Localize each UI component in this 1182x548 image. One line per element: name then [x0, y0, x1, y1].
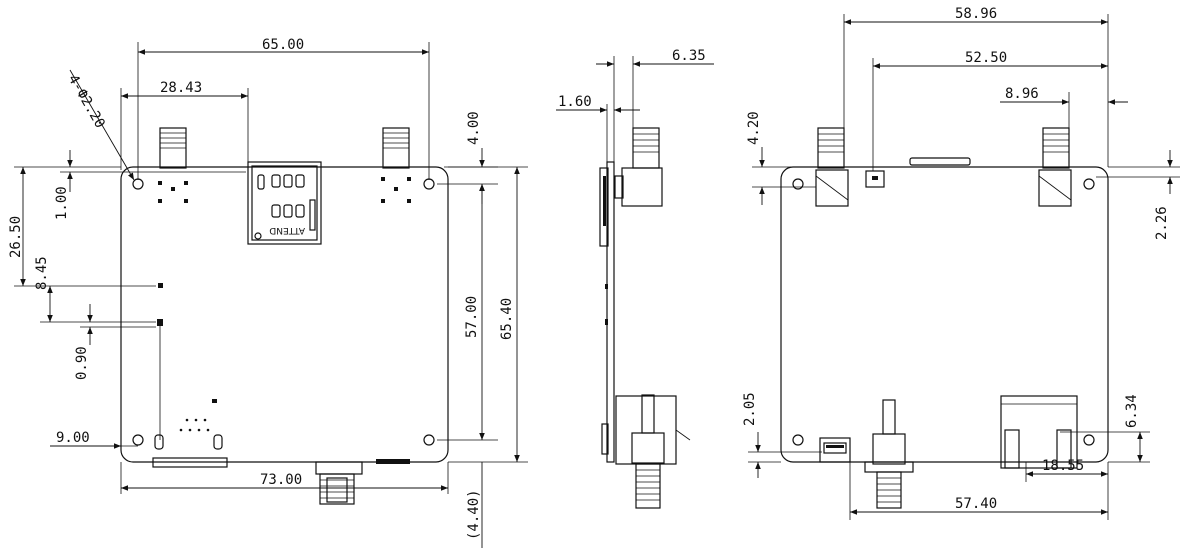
rear-micro-usb: [819, 437, 851, 463]
dim-rear-2-26: 2.26: [1154, 206, 1170, 240]
dim-rear-57-40: 57.40: [955, 496, 997, 512]
rear-sma-connector-left: [815, 127, 849, 207]
side-sma-connector-bottom: [601, 394, 691, 509]
dim-front-hole-callout: 4-Ф2.20: [65, 72, 108, 131]
rear-view: 58.96 52.50 8.96 4.20 2.26 2.05 6.34: [742, 6, 1180, 520]
front-usb-area: [152, 399, 228, 468]
dim-front-4-40: (4.40): [466, 489, 482, 540]
front-mount-hole-br: [423, 434, 435, 446]
rear-chip: [909, 157, 971, 166]
rear-mount-hole-tl: [792, 178, 804, 190]
dim-front-0-90: 0.90: [74, 346, 90, 380]
dim-front-8-45: 8.45: [34, 256, 50, 290]
side-sim-holder: [599, 167, 609, 247]
dim-front-4-00: 4.00: [466, 111, 482, 145]
front-sma-connector-right: [381, 127, 411, 203]
dim-rear-6-34: 6.34: [1124, 394, 1140, 428]
dim-rear-18-55: 18.55: [1042, 458, 1084, 474]
rear-mount-hole-bl: [792, 434, 804, 446]
dim-front-28-43: 28.43: [160, 80, 202, 96]
dim-rear-8-96: 8.96: [1005, 86, 1039, 102]
front-view: ATTEND: [8, 37, 528, 548]
dim-front-26-50: 26.50: [8, 216, 24, 258]
front-mount-hole-tr: [423, 178, 435, 190]
side-board-edge: [606, 161, 615, 463]
sim-brand-label: ATTEND: [269, 225, 305, 235]
side-sma-connector: [614, 127, 663, 207]
rear-sma-connector-right: [1038, 127, 1072, 207]
rear-board-outline: [780, 166, 1109, 463]
dim-side-1-60: 1.60: [558, 94, 592, 110]
side-view: 1.60 6.35: [556, 48, 714, 509]
dim-front-65-00: 65.00: [262, 37, 304, 53]
front-mount-hole-bl: [132, 434, 144, 446]
dim-rear-2-05: 2.05: [742, 392, 758, 426]
dim-front-1-00: 1.00: [54, 186, 70, 220]
dim-rear-52-50: 52.50: [965, 50, 1007, 66]
dim-front-57-00: 57.00: [464, 296, 480, 338]
dim-front-73-00: 73.00: [260, 472, 302, 488]
rear-ufl-connector: [865, 170, 885, 188]
rear-mount-hole-br: [1083, 434, 1095, 446]
front-sma-connector-left: [158, 127, 188, 203]
dim-front-65-40: 65.40: [499, 298, 515, 340]
dim-rear-4-20: 4.20: [746, 111, 762, 145]
rear-sma-connector-bottom: [864, 399, 914, 509]
front-component-led2: [157, 319, 163, 326]
dim-front-9-00: 9.00: [56, 430, 90, 446]
front-sma-connector-bottom: [315, 459, 410, 505]
rear-mount-hole-tr: [1083, 178, 1095, 190]
dim-side-6-35: 6.35: [672, 48, 706, 64]
dim-rear-58-96: 58.96: [955, 6, 997, 22]
front-mount-hole-tl: [132, 178, 144, 190]
front-component-led1: [158, 283, 163, 288]
front-sim-card-holder: ATTEND: [247, 161, 322, 245]
front-board-outline: [120, 166, 449, 463]
